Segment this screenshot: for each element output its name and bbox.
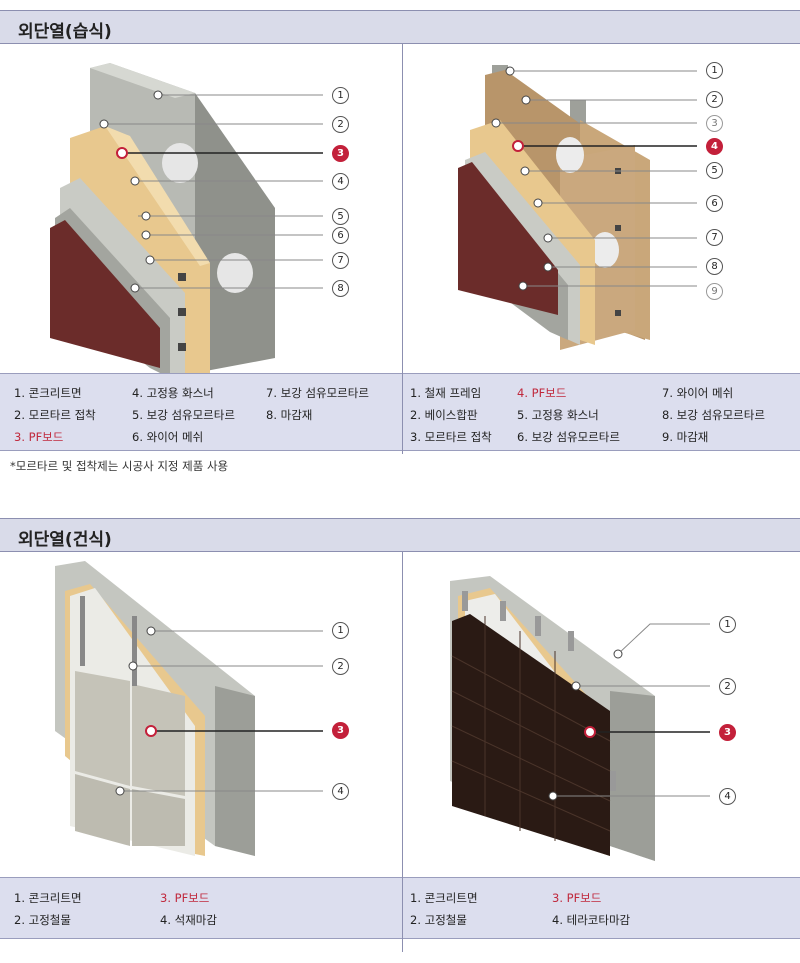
wet-right-leader-lines <box>491 66 697 291</box>
legend-item-highlight: 4. PF보드 <box>517 386 567 400</box>
wet-system-illustration-steel <box>458 65 650 350</box>
marker-8: 8 <box>706 258 723 275</box>
section-title-wet-text: 외단열(습식) <box>18 22 112 42</box>
legend-item: 2. 모르타르 접착 <box>14 408 96 422</box>
legend-item: 2. 고정철물 <box>410 913 467 927</box>
footnote: *모르타르 및 접착제는 시공사 지정 제품 사용 <box>10 459 229 473</box>
dry-system-illustration-stone <box>55 561 255 856</box>
marker-7: 7 <box>706 229 723 246</box>
marker-2: 2 <box>706 91 723 108</box>
marker-3-highlight: 3 <box>332 722 349 739</box>
legend-item: 2. 베이스합판 <box>410 408 478 422</box>
marker-4: 4 <box>719 788 736 805</box>
legend-item: 6. 와이어 메쉬 <box>132 430 204 444</box>
marker-1: 1 <box>706 62 723 79</box>
wet-left-leader-lines <box>99 90 323 293</box>
legend-item: 8. 보강 섬유모르타르 <box>662 408 765 422</box>
legend-item: 5. 보강 섬유모르타르 <box>132 408 235 422</box>
marker-7: 7 <box>332 252 349 269</box>
legend-dry-divider <box>402 877 403 939</box>
legend-item: 1. 콘크리트면 <box>14 891 82 905</box>
dry-system-illustration-terracotta <box>450 576 655 861</box>
marker-4: 4 <box>332 173 349 190</box>
marker-8: 8 <box>332 280 349 297</box>
section-title-dry-text: 외단열(건식) <box>18 530 112 550</box>
marker-1: 1 <box>332 87 349 104</box>
marker-4: 4 <box>332 783 349 800</box>
legend-item: 7. 보강 섬유모르타르 <box>266 386 369 400</box>
legend-item-highlight: 3. PF보드 <box>14 430 64 444</box>
legend-item: 5. 고정용 화스너 <box>517 408 599 422</box>
legend-wet-divider <box>402 373 403 451</box>
marker-4-highlight: 4 <box>706 138 723 155</box>
marker-6: 6 <box>332 227 349 244</box>
legend-item: 7. 와이어 메쉬 <box>662 386 734 400</box>
marker-6: 6 <box>706 195 723 212</box>
marker-1: 1 <box>332 622 349 639</box>
legend-item: 1. 콘크리트면 <box>14 386 82 400</box>
divider-wet <box>402 44 403 454</box>
marker-3: 3 <box>706 115 723 132</box>
legend-item: 8. 마감재 <box>266 408 313 422</box>
dry-left-leader-lines <box>115 626 323 796</box>
legend-item: 4. 테라코타마감 <box>552 913 631 927</box>
legend-item: 6. 보강 섬유모르타르 <box>517 430 620 444</box>
legend-item: 2. 고정철물 <box>14 913 71 927</box>
legend-item: 4. 고정용 화스너 <box>132 386 214 400</box>
marker-9: 9 <box>706 283 723 300</box>
marker-3-highlight: 3 <box>719 724 736 741</box>
legend-item-highlight: 3. PF보드 <box>552 891 602 905</box>
marker-5: 5 <box>332 208 349 225</box>
legend-item: 4. 석재마감 <box>160 913 217 927</box>
marker-5: 5 <box>706 162 723 179</box>
section-title-dry: 외단열(건식) <box>0 518 800 552</box>
legend-item: 1. 철재 프레임 <box>410 386 482 400</box>
section-title-wet: 외단열(습식) <box>0 10 800 44</box>
marker-2: 2 <box>332 116 349 133</box>
legend-dry <box>0 877 800 939</box>
divider-dry <box>402 552 403 952</box>
legend-item-highlight: 3. PF보드 <box>160 891 210 905</box>
legend-item: 3. 모르타르 접착 <box>410 430 492 444</box>
marker-3-highlight: 3 <box>332 145 349 162</box>
legend-wet <box>0 373 800 451</box>
dry-right-leader-lines <box>548 623 710 801</box>
legend-item: 9. 마감재 <box>662 430 709 444</box>
marker-1: 1 <box>719 616 736 633</box>
legend-item: 1. 콘크리트면 <box>410 891 478 905</box>
marker-2: 2 <box>719 678 736 695</box>
marker-2: 2 <box>332 658 349 675</box>
